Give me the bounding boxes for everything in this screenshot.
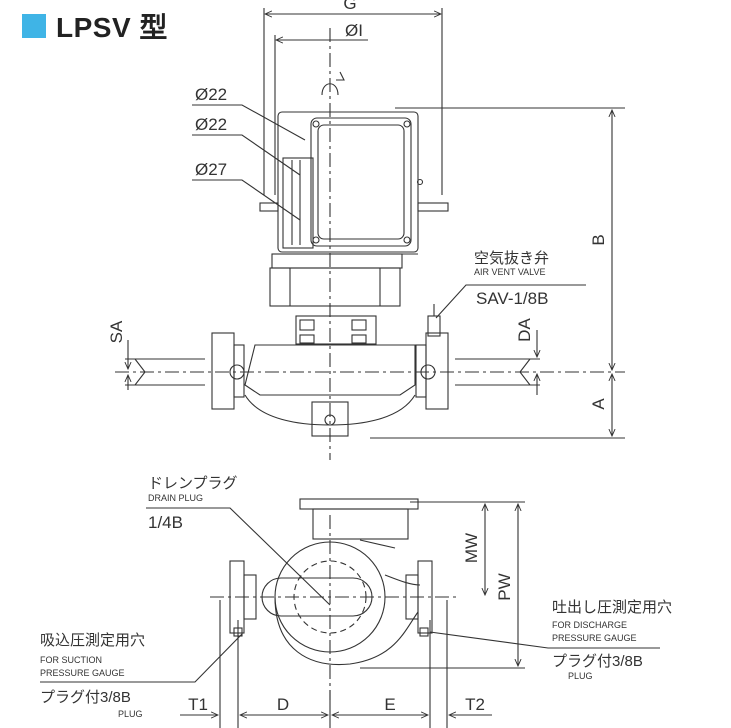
dim-phi-i-label: ØI	[345, 21, 363, 40]
rotation-arrow-icon	[321, 71, 345, 96]
discharge-plug-jp: プラグ付3/8B	[552, 653, 643, 670]
page-title: LPSV 型	[22, 6, 168, 46]
dim-g-label: G	[343, 0, 356, 13]
air-vent-leader	[435, 284, 586, 319]
drain-spec: 1/4B	[148, 513, 183, 532]
cable-2-label: Ø22	[195, 115, 227, 134]
drain-jp: ドレンプラグ	[148, 475, 238, 492]
suction-en-2: PRESSURE GAUGE	[40, 668, 125, 678]
cable-1-label: Ø22	[195, 85, 227, 104]
motor	[259, 111, 449, 269]
discharge-en-1: FOR DISCHARGE	[552, 620, 627, 630]
dim-mw-label: MW	[462, 533, 481, 563]
dim-g	[263, 8, 443, 195]
dim-phi-i	[274, 35, 368, 195]
air-vent-jp: 空気抜き弁	[474, 250, 549, 267]
bottom-view	[40, 498, 660, 728]
dim-t2-label: T2	[465, 695, 485, 714]
drain-en: DRAIN PLUG	[148, 493, 203, 503]
cable-3-label: Ø27	[195, 160, 227, 179]
cable-leaders	[192, 104, 306, 221]
dim-b-a	[370, 107, 625, 439]
suction-jp: 吸込圧測定用穴	[40, 632, 145, 649]
dim-sa-label: SA	[107, 320, 126, 343]
title-text: LPSV 型	[56, 12, 168, 43]
dim-d-label: D	[277, 695, 289, 714]
drain-leader	[146, 507, 331, 606]
air-vent-en: AIR VENT VALVE	[474, 267, 546, 277]
suction-plug-jp: プラグ付3/8B	[40, 689, 131, 706]
dim-b-label: B	[589, 234, 608, 245]
discharge-en-2: PRESSURE GAUGE	[552, 633, 637, 643]
dim-e-label: E	[384, 695, 395, 714]
discharge-jp: 吐出し圧測定用穴	[552, 599, 672, 616]
discharge-plug-en: PLUG	[568, 671, 593, 681]
dim-pw-label: PW	[495, 573, 514, 600]
bracket	[269, 267, 401, 345]
air-vent-spec: SAV-1/8B	[476, 289, 548, 308]
dim-t1-label: T1	[188, 695, 208, 714]
top-view	[115, 8, 625, 460]
dim-a-label: A	[589, 398, 608, 410]
title-marker	[22, 14, 46, 38]
suction-en-1: FOR SUCTION	[40, 655, 102, 665]
dim-da-label: DA	[515, 318, 534, 342]
pump-casing	[125, 304, 540, 437]
discharge-leader	[429, 631, 660, 649]
suction-leader	[40, 633, 243, 683]
suction-plug-en: PLUG	[118, 709, 143, 719]
